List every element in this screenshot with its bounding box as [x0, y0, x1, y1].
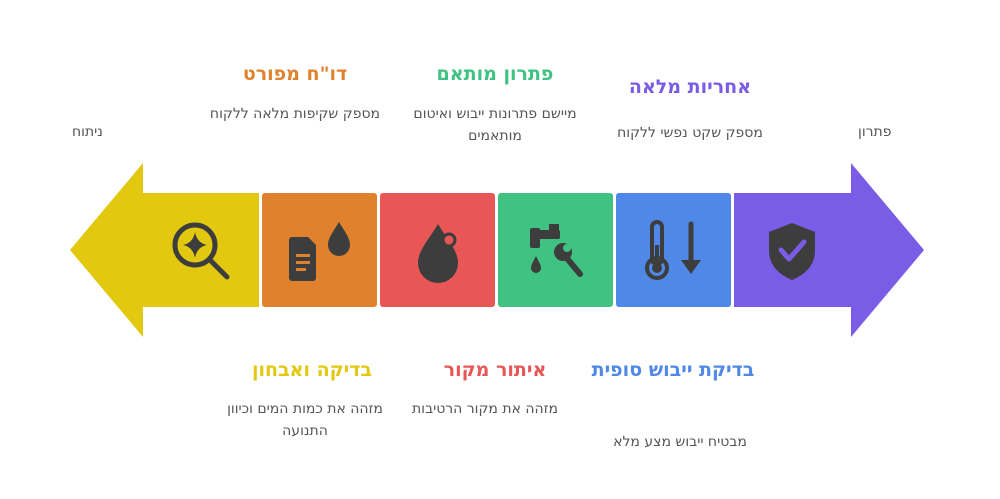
step-inspect-desc: מזהה את כמות המים וכיוון התנועה [227, 401, 383, 439]
right-end-label: פתרון [858, 124, 892, 140]
left-arrowhead [70, 163, 143, 337]
shield-check-icon [769, 223, 815, 280]
faucet-wrench-icon [530, 224, 583, 277]
step-source-title: איתור מקור [443, 359, 547, 381]
right-arrowhead [851, 163, 924, 337]
water-drop-icon [418, 224, 458, 283]
step-solution-desc: מיישם פתרונות ייבוש ואיטום מותאמים [413, 106, 577, 144]
segment-report [262, 193, 377, 307]
segment-drying [616, 193, 731, 307]
step-warranty-title: אחריות מלאה [628, 76, 752, 98]
thermometer-down-icon [645, 220, 701, 280]
step-warranty-desc: מספק שקט נפשי ללקוח [617, 125, 763, 141]
segment-magnify [143, 193, 259, 307]
step-solution-title: פתרון מותאם [436, 63, 554, 85]
document-drop-icon [289, 222, 350, 281]
left-end-label: ניתוח [72, 124, 103, 140]
magnify-sparkle-icon [172, 222, 230, 280]
step-drying-desc: מבטיח ייבוש מצע מלא [613, 434, 747, 450]
step-source-desc: מזהה את מקור הרטיבות [411, 401, 559, 417]
step-drying-title: בדיקת ייבוש סופית [591, 359, 755, 381]
step-inspect-title: בדיקה ואבחון [251, 359, 373, 381]
step-report-desc: מספק שקיפות מלאה ללקוח [209, 106, 381, 122]
step-report-title: דו"ח מפורט [242, 63, 348, 85]
